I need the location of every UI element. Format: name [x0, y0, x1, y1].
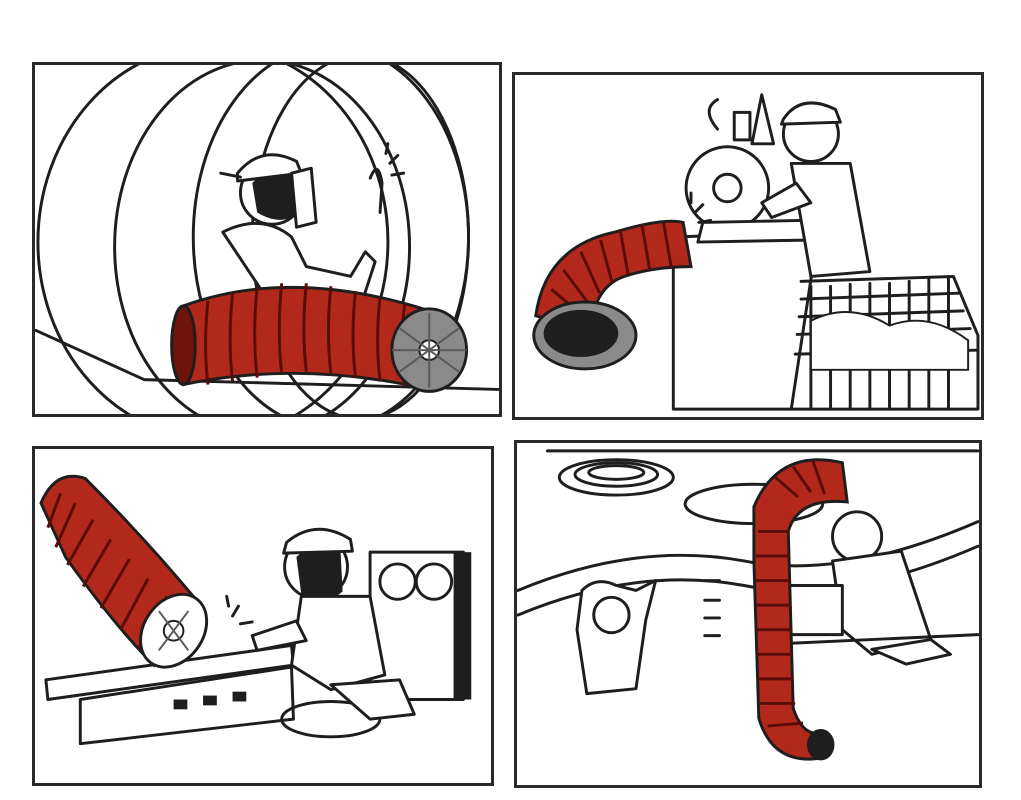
hose-end-icon — [806, 728, 835, 761]
beam-welding-illustration — [39, 474, 472, 746]
workbench — [671, 230, 818, 411]
ventilation-hose — [752, 458, 849, 761]
welding-machine — [368, 550, 472, 701]
tank-floor-line — [35, 328, 499, 391]
ventilation-hose — [532, 191, 713, 371]
worker-figure — [760, 101, 872, 278]
welder-figure — [219, 153, 377, 308]
gauge-left-icon — [378, 562, 417, 601]
welding-spark-icon — [368, 142, 406, 214]
welder-figure — [250, 527, 416, 721]
panel-tank-welding — [32, 62, 502, 417]
ventilation-hose — [39, 474, 209, 669]
gauge-right-icon — [414, 562, 454, 601]
ventilation-hose — [170, 283, 469, 393]
tank-welding-illustration — [35, 65, 499, 414]
panel-grinding — [512, 72, 984, 420]
worker-figure — [575, 579, 658, 696]
scrap-bin-grid — [789, 274, 980, 411]
grinding-illustration — [532, 93, 980, 411]
panel-manhole — [514, 440, 982, 788]
manhole-illustration — [517, 449, 979, 761]
technician-figure — [786, 510, 952, 666]
tank-ring-middle — [113, 65, 411, 414]
manhole-cover-icon — [557, 458, 675, 497]
tank-ring-outer — [36, 65, 390, 414]
wall-marks — [703, 579, 721, 638]
welding-spark-icon — [225, 594, 254, 626]
equipment-box — [786, 584, 844, 637]
panel-beam-welding — [32, 446, 494, 786]
ground-line — [762, 633, 979, 646]
bench-grinder — [684, 93, 808, 244]
